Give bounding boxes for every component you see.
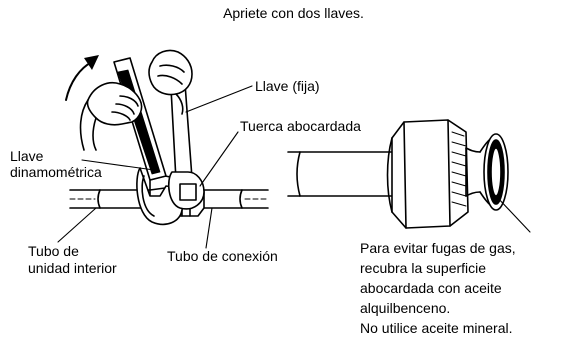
torque-wrench-label-line1: Llave <box>10 148 44 164</box>
diagram-title: Apriete con dos llaves. <box>223 5 364 21</box>
hand-left <box>79 82 143 151</box>
fixed-wrench-label: Llave (fija) <box>255 78 320 94</box>
note-line: abocardada con aceite <box>360 280 502 296</box>
note-line: No utilice aceite mineral. <box>360 320 513 336</box>
flare-nut-label: Tuerca abocardada <box>240 118 361 134</box>
rotation-arrow <box>65 55 99 101</box>
fixed-wrench <box>167 69 205 210</box>
note-line: alquilbenceno. <box>360 300 451 316</box>
indoor-pipe-label-line1: Tubo de <box>28 243 79 259</box>
hand-right <box>148 49 193 115</box>
connection-pipe-label: Tubo de conexión <box>167 248 278 264</box>
note-line: Para evitar fugas de gas, <box>360 240 516 256</box>
flared-pipe-illustration <box>287 119 509 229</box>
connection-pipe <box>199 189 269 209</box>
leader-flare <box>495 195 531 233</box>
note-line: recubra la superficie <box>360 260 487 276</box>
indoor-pipe-label-line2: unidad interior <box>28 260 117 276</box>
leader-lines <box>57 85 253 249</box>
torque-wrench-label-line2: dinamométrica <box>10 164 102 180</box>
